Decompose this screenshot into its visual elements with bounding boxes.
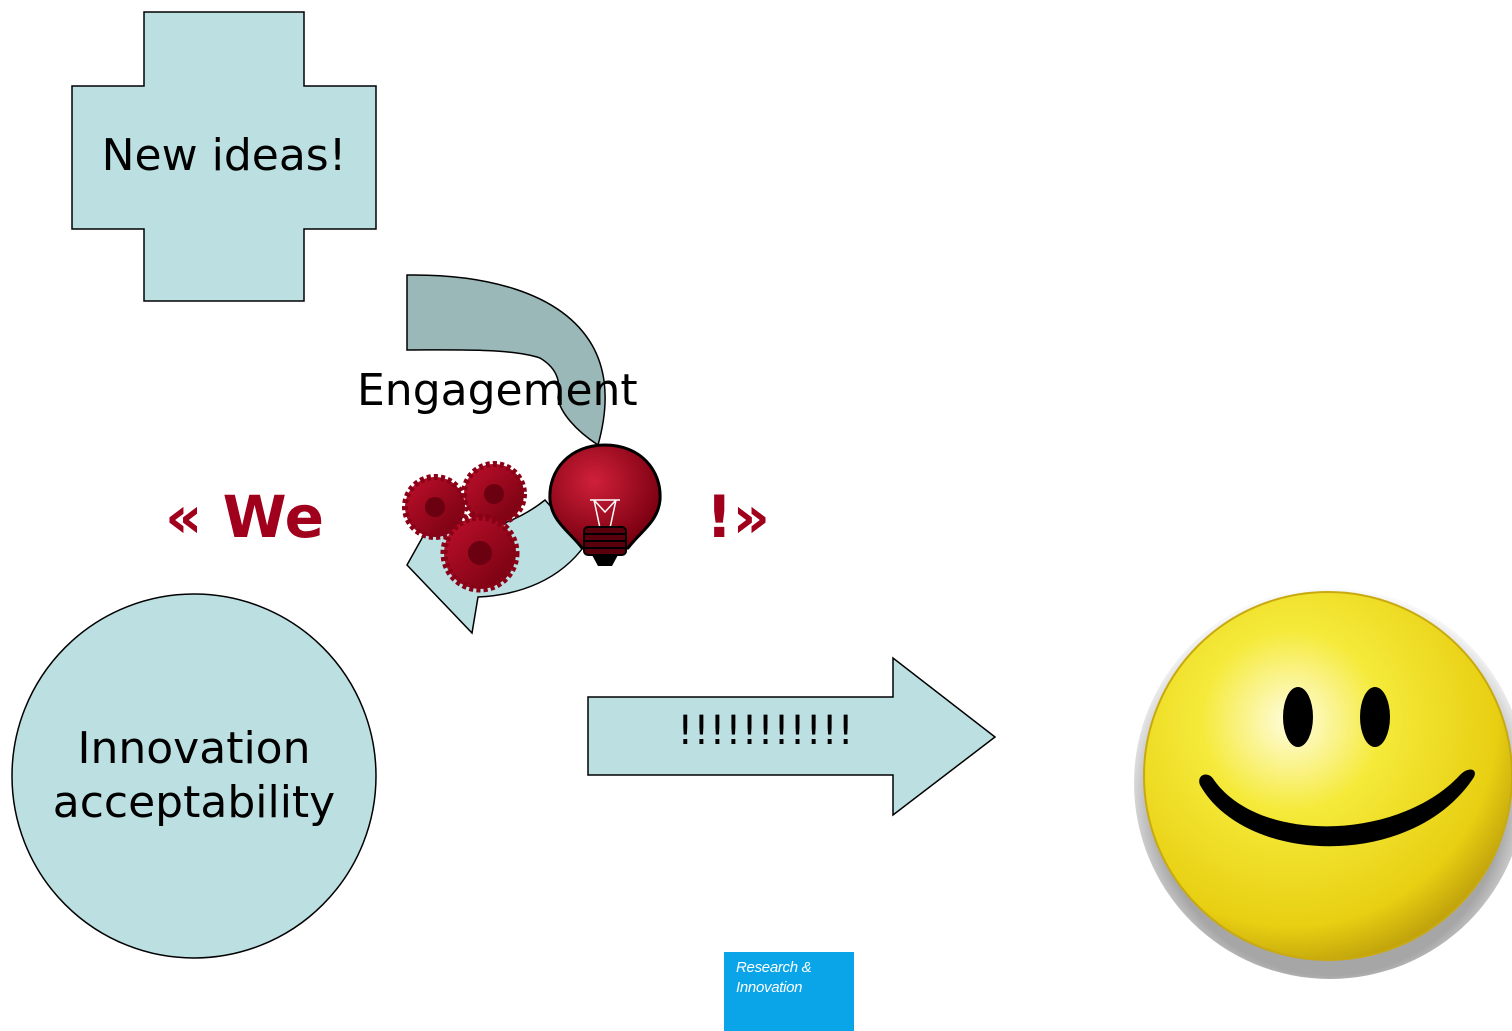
research-innovation-logo: Research & Innovation (724, 952, 854, 1031)
new-ideas-label: New ideas! (101, 130, 347, 181)
smiley-face-icon (1134, 587, 1512, 979)
gears-icon (402, 461, 527, 593)
lightbulb-icon (548, 443, 662, 566)
block-arrow (587, 656, 997, 817)
innovation-circle (11, 593, 377, 959)
curved-arrow-top (406, 274, 606, 447)
quote-close: !» (706, 483, 770, 551)
innovation-acceptability-label: Innovation acceptability (52, 723, 336, 828)
quote-open: « We (165, 483, 324, 551)
plus-shape (71, 11, 377, 302)
engagement-label: Engagement (357, 365, 638, 416)
logo-line-2: Innovation (736, 979, 803, 996)
logo-line-1: Research & (736, 959, 812, 976)
arrow-exclamation-label: !!!!!!!!!!! (677, 708, 854, 754)
